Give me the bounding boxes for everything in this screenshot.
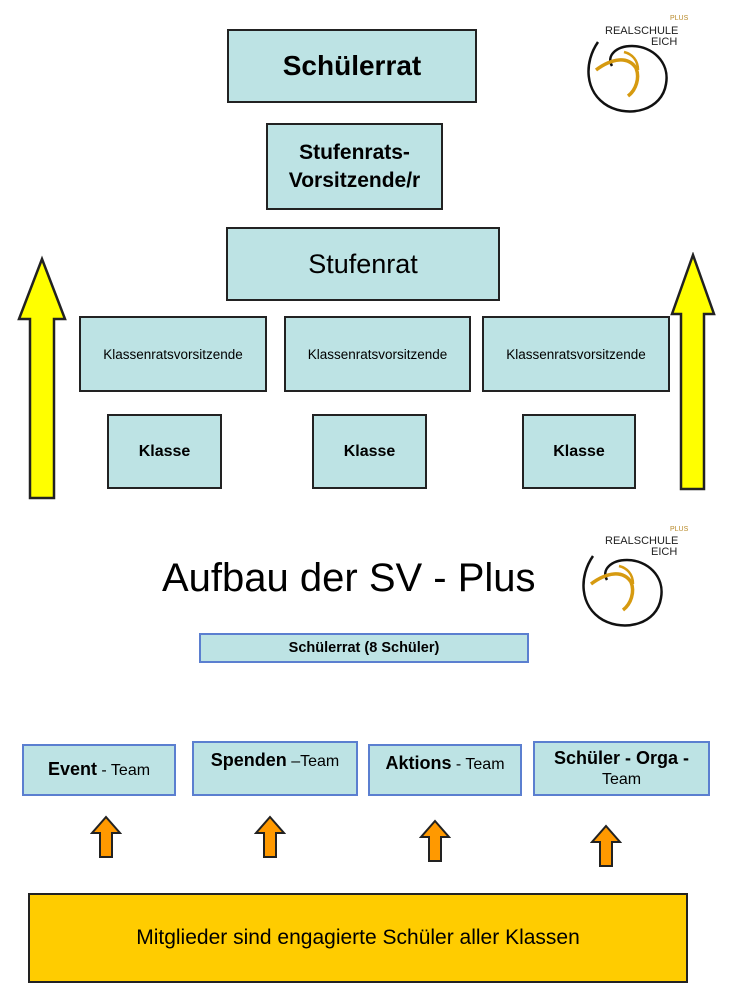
stufenrat-label: Stufenrat: [308, 248, 418, 279]
members-label: Mitglieder sind engagierte Schüler aller…: [136, 926, 580, 949]
klassenrat-box-1: Klassenratsvorsitzende: [79, 316, 267, 392]
logo-swirl-icon: [582, 555, 663, 627]
team-orga-bold: Schüler - Orga -: [553, 747, 690, 768]
sv-schuelerrat-label: Schülerrat (8 Schüler): [288, 640, 440, 656]
klasse-box-2: Klasse: [312, 414, 427, 489]
logo-text-line1: REALSCHULE: [605, 25, 679, 37]
logo-text-line2: EICH: [651, 36, 678, 48]
klasse-label-3: Klasse: [553, 442, 605, 460]
klassenrat-label-2: Klassenratsvorsitzende: [307, 346, 448, 362]
orange-up-arrow-4: [590, 824, 622, 867]
members-box: Mitglieder sind engagierte Schüler aller…: [28, 893, 688, 983]
logo-text-line2: EICH: [651, 546, 678, 558]
logo-text-line1: REALSCHULE: [605, 535, 679, 547]
klasse-label-2: Klasse: [343, 442, 396, 460]
team-event-rest: - Team: [96, 762, 151, 779]
stufenrats-vorsitz-box: Stufenrats- Vorsitzende/r: [266, 123, 443, 210]
stufenrat-box: Stufenrat: [226, 227, 500, 301]
team-box-aktions: Aktions - Team: [368, 744, 522, 796]
klassenrat-box-3: Klassenratsvorsitzende: [482, 316, 670, 392]
team-box-event: Event - Team: [22, 744, 176, 796]
stufenrats-vorsitz-line1: Stufenrats-: [299, 140, 410, 164]
yellow-up-arrow-right: [670, 252, 716, 491]
logo-plus: PLUS: [670, 15, 689, 22]
klassenrat-label-3: Klassenratsvorsitzende: [506, 346, 646, 362]
orange-up-arrow-3: [419, 819, 451, 862]
orange-up-arrow-1: [90, 815, 122, 858]
team-aktions-bold: Aktions: [385, 753, 452, 773]
team-aktions-rest: - Team: [451, 756, 505, 773]
klasse-label-1: Klasse: [138, 442, 191, 460]
schuelerrat-box: Schülerrat: [227, 29, 477, 103]
school-logo-top: REALSCHULE EICH PLUS: [578, 12, 698, 122]
sv-schuelerrat-box: Schülerrat (8 Schüler): [199, 633, 529, 663]
team-spenden-bold: Spenden: [210, 750, 287, 770]
yellow-up-arrow-left: [17, 255, 67, 500]
klasse-box-3: Klasse: [522, 414, 636, 489]
team-box-spenden: Spenden –Team: [192, 741, 358, 796]
team-orga-rest: Team: [601, 770, 642, 788]
stufenrats-vorsitz-line2: Vorsitzende/r: [288, 168, 421, 192]
page-title-text: Aufbau der SV - Plus: [162, 556, 536, 600]
page-title: Aufbau der SV - Plus: [162, 556, 582, 601]
logo-plus: PLUS: [670, 526, 689, 533]
logo-swirl-icon: [587, 41, 668, 113]
team-spenden-rest: –Team: [286, 753, 340, 770]
klassenrat-box-2: Klassenratsvorsitzende: [284, 316, 471, 392]
klasse-box-1: Klasse: [107, 414, 222, 489]
orange-up-arrow-2: [254, 815, 286, 858]
klassenrat-label-1: Klassenratsvorsitzende: [103, 346, 243, 362]
team-event-bold: Event: [47, 759, 97, 779]
school-logo-bottom: REALSCHULE EICH PLUS: [573, 526, 693, 636]
team-box-orga: Schüler - Orga - Team: [533, 741, 710, 796]
schuelerrat-label: Schülerrat: [282, 50, 422, 81]
